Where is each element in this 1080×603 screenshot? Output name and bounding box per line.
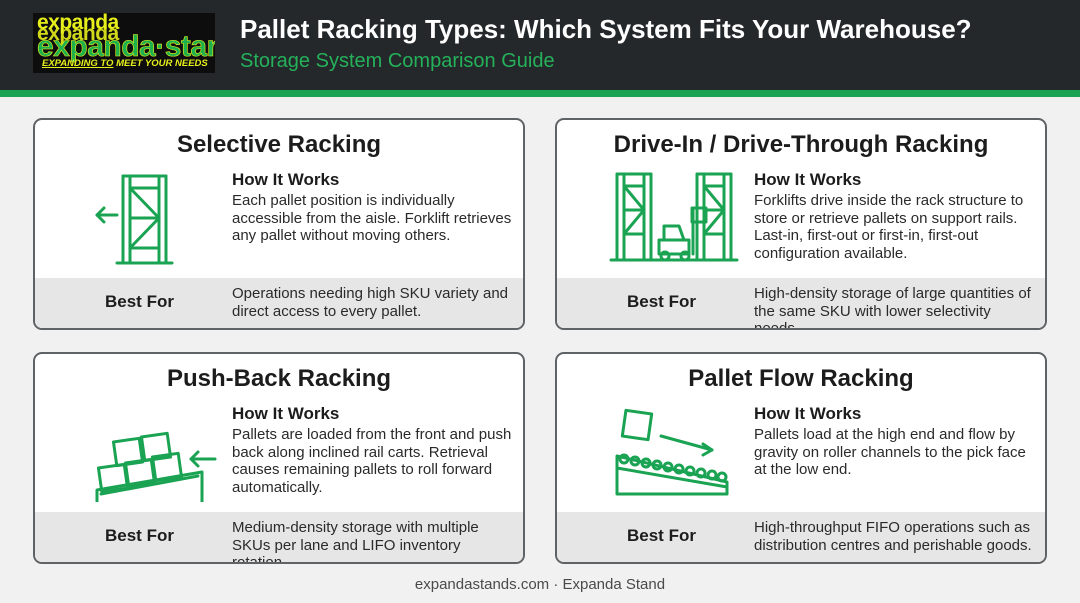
best-for-band: Best For Operations needing high SKU var… [35,278,523,328]
best-for-text: High-density storage of large quantities… [754,285,1031,330]
page-title: Pallet Racking Types: Which System Fits … [240,14,972,44]
brand-logo[interactable]: expanda expanda expanda·stand EXPANDING … [33,13,215,73]
card-title: Push-Back Racking [166,365,392,392]
logo-small-text: expanda [37,13,119,34]
how-it-works-heading: How It Works [232,404,340,423]
best-for-label: Best For [105,526,174,545]
card-pallet-flow-racking: Pallet Flow Racking How It Works Pallets… [555,352,1047,564]
best-for-band: Best For High-density storage of large q… [557,278,1045,328]
best-for-label: Best For [627,526,696,545]
card-selective-racking: Selective Racking How It Works Each pall… [33,118,525,330]
how-it-works-text: Pallets are loaded from the front and pu… [232,426,512,496]
pallet-flow-rollers-icon [615,408,729,496]
logo-small-text-echo: expanda [37,22,119,45]
best-for-text: Operations needing high SKU variety and … [232,285,509,320]
logo-main-text: expanda·stand [37,30,215,63]
card-push-back-racking: Push-Back Racking How It Works Pallets a… [33,352,525,564]
logo-tagline: EXPANDING TO MEET YOUR NEEDS [42,58,208,69]
best-for-band: Best For Medium-density storage with mul… [35,512,523,562]
card-title: Pallet Flow Racking [688,365,914,392]
card-title: Drive-In / Drive-Through Racking [613,131,989,158]
drive-in-rack-forklift-icon [609,172,739,262]
best-for-label: Best For [105,292,174,311]
header-bar: expanda expanda expanda·stand EXPANDING … [0,0,1080,90]
card-drive-in-racking: Drive-In / Drive-Through Racking How It … [555,118,1047,330]
how-it-works-text: Forklifts drive inside the rack structur… [754,192,1024,262]
card-title: Selective Racking [176,131,382,158]
how-it-works-text: Pallets load at the high end and flow by… [754,426,1026,478]
how-it-works-heading: How It Works [232,170,340,189]
best-for-band: Best For High-throughput FIFO operations… [557,512,1045,562]
how-it-works-text: Each pallet position is individually acc… [232,192,512,244]
best-for-text: High-throughput FIFO operations such as … [754,519,1032,554]
page-subtitle: Storage System Comparison Guide [240,50,555,72]
footer-credit: expandastands.com · Expanda Stand [414,576,666,593]
how-it-works-heading: How It Works [754,404,862,423]
best-for-text: Medium-density storage with multiple SKU… [232,519,479,564]
header-accent-stripe [0,90,1080,97]
push-back-pallets-icon [95,431,217,502]
how-it-works-heading: How It Works [754,170,862,189]
best-for-label: Best For [627,292,696,311]
selective-rack-icon [95,174,174,265]
